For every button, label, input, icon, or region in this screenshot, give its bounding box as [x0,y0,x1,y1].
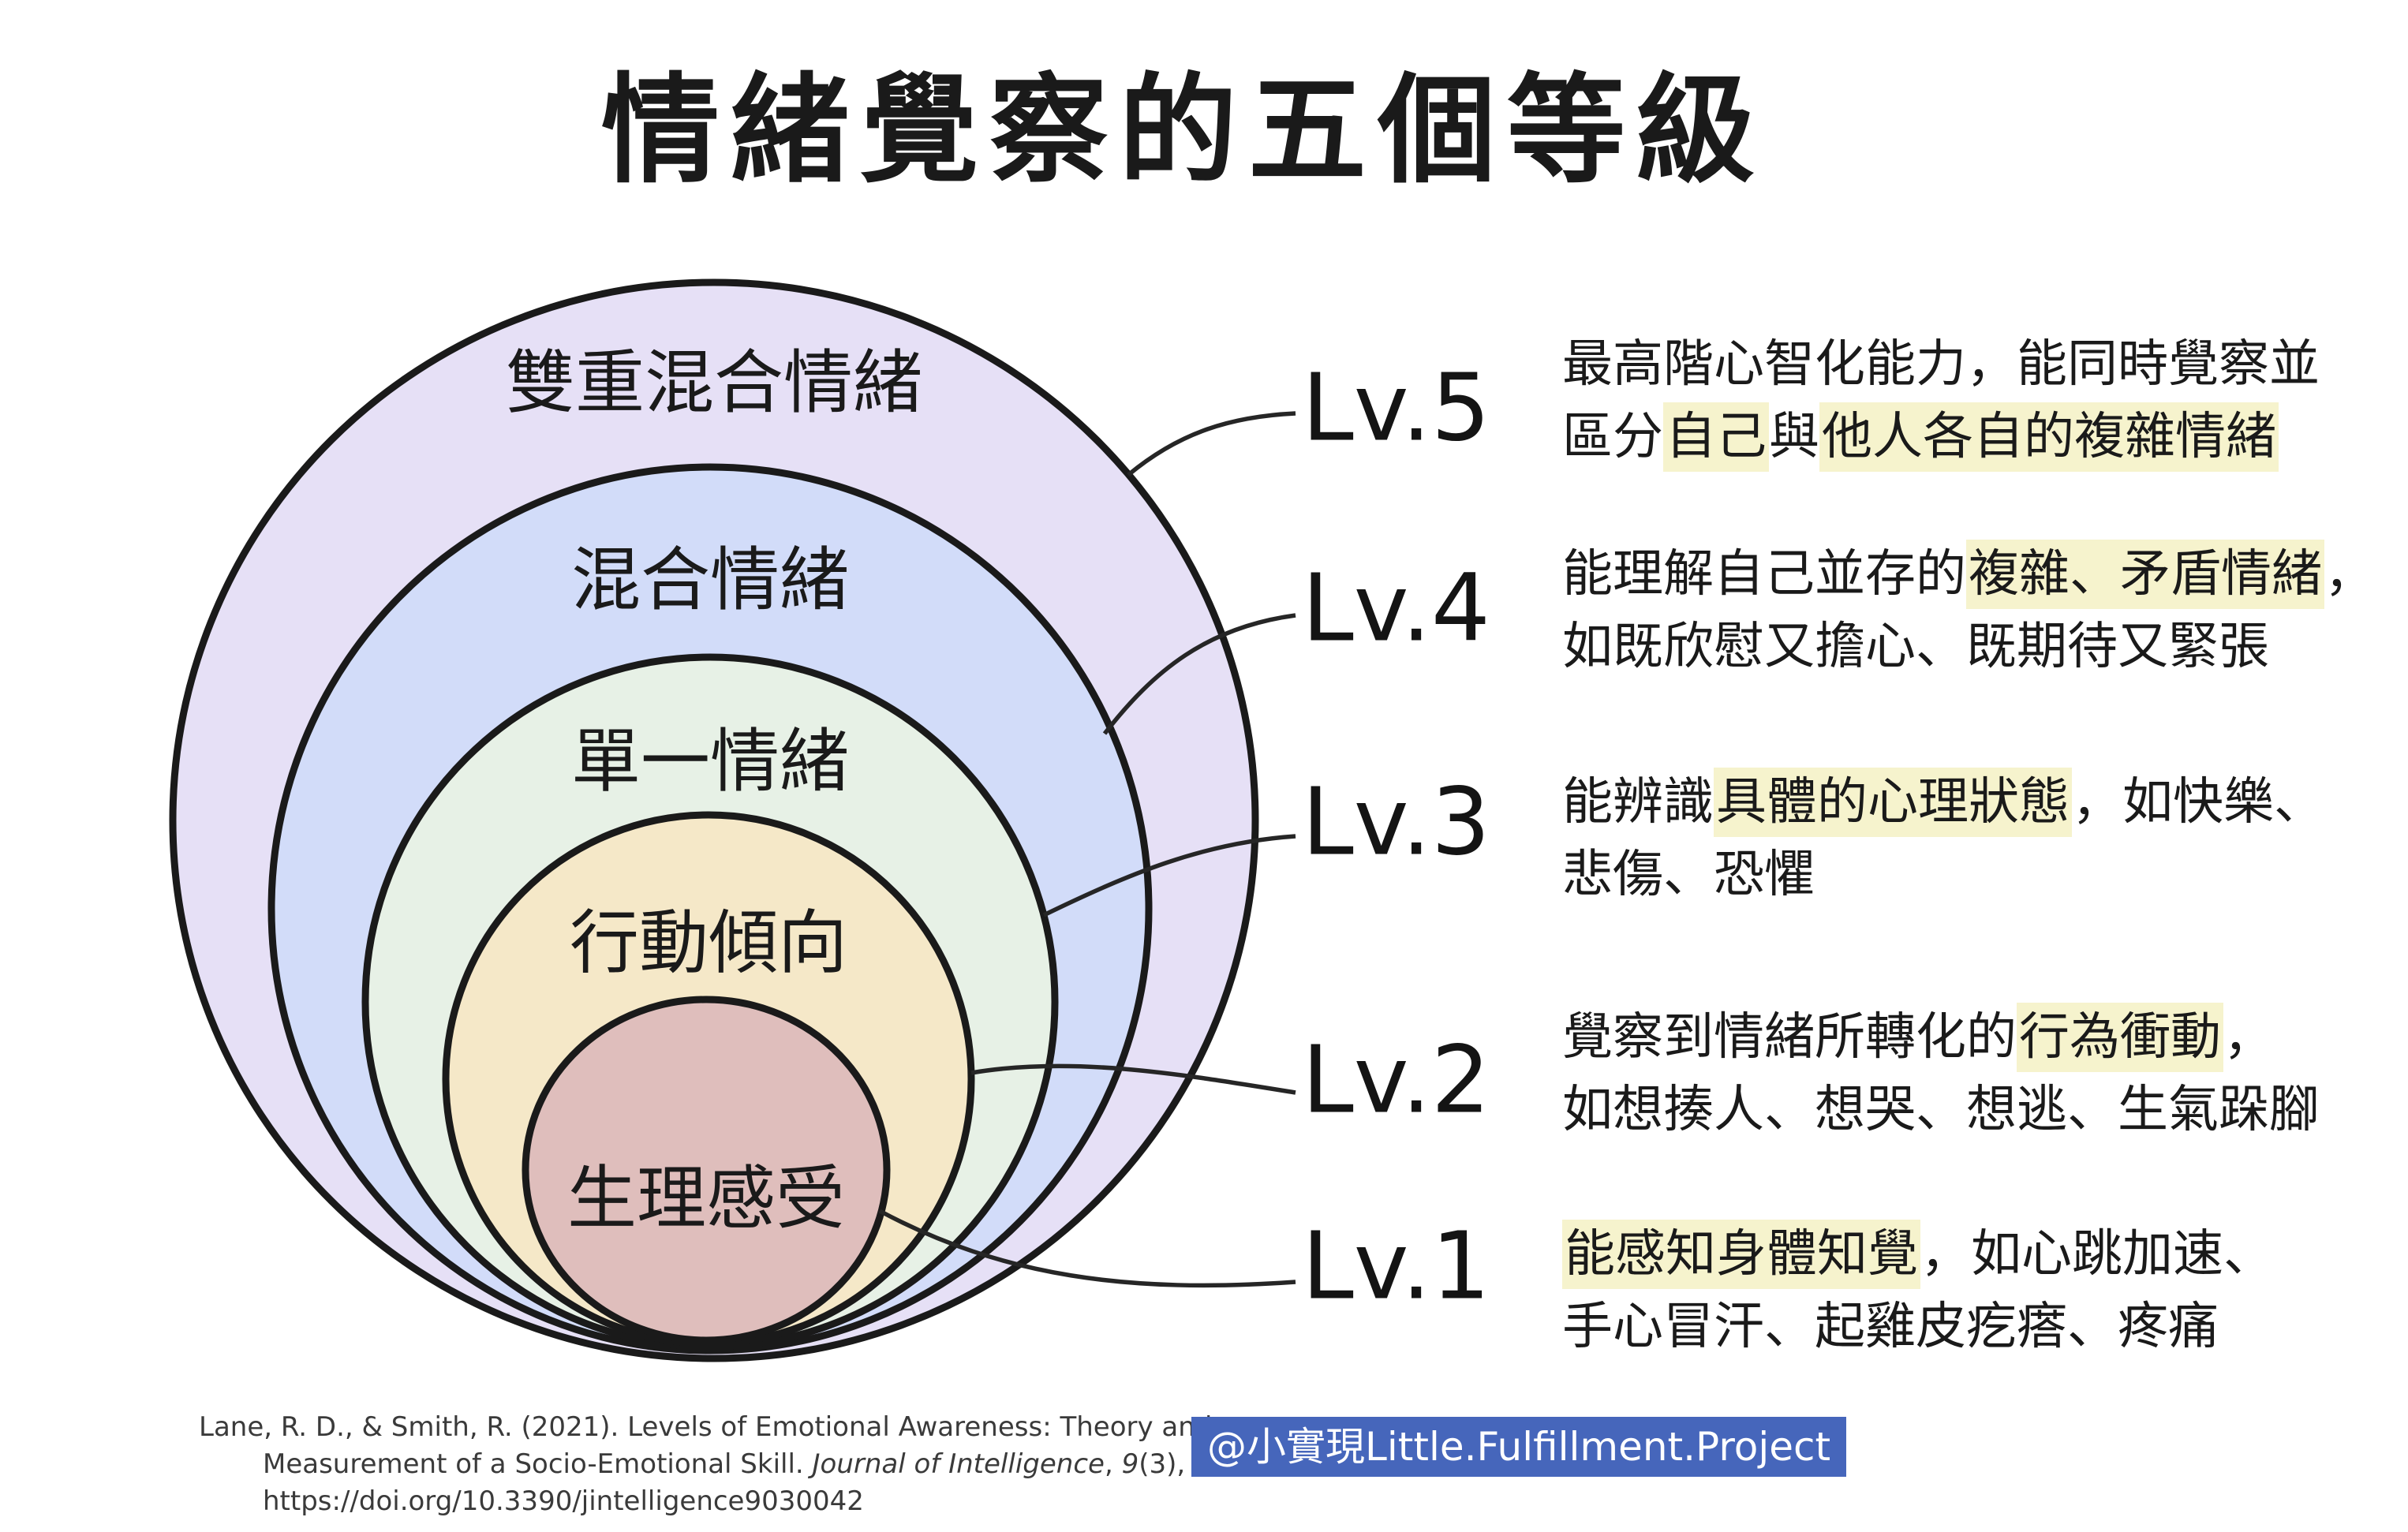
level-label-Lv.2: Lv.2 [1302,1025,1490,1134]
plain-text: 能理解自己並存的 [1562,545,1966,603]
connector-lv4 [1102,613,1296,735]
ring-label-single-emotion: 單一情緒 [570,720,850,802]
citation: Lane, R. D., & Smith, R. (2021). Levels … [199,1409,1236,1520]
ring-label-mixed-emotions: 混合情緒 [570,539,850,621]
connector-lv1 [878,1209,1296,1288]
rings-group [169,278,1259,1362]
citation-line-3: https://doi.org/10.3390/jintelligence903… [263,1485,864,1517]
plain-text: 覺察到情緒所轉化的 [1562,1008,2017,1067]
description-line: 如想揍人、想哭、想逃、生氣跺腳 [1562,1074,2320,1146]
plain-text: 最高階心智化能力，能同時覺察並 [1562,335,2320,394]
ring-bodily-sensation [522,996,891,1344]
highlighted-text: 他人各自的複雜情緒 [1819,402,2279,472]
plain-text: 如想揍人、想哭、想逃、生氣跺腳 [1562,1081,2320,1139]
level-label-Lv.1: Lv.1 [1302,1211,1490,1321]
plain-text: ，如心跳加速、 [1920,1225,2274,1284]
ring-label-double-mixed-emotions: 雙重混合情緒 [505,342,923,424]
connector-lv3 [1042,834,1296,917]
plain-text: 區分 [1562,408,1663,466]
text-segment: , [1104,1448,1122,1480]
description-line: 能理解自己並存的複雜、矛盾情緒， [1562,538,2375,611]
level-description-Lv.5: 最高階心智化能力，能同時覺察並區分自己與他人各自的複雜情緒 [1562,328,2320,473]
page-title: 情緒覺察的五個等級 [600,62,1766,200]
description-line: 最高階心智化能力，能同時覺察並 [1562,328,2320,401]
description-line: 如既欣慰又擔心、既期待又緊張 [1562,611,2375,683]
plain-text: ， [2223,1008,2274,1067]
credit-badge: @小實現Little.Fulfillment.Project [1191,1417,1847,1477]
description-line: 能辨識具體的心理狀態，如快樂、 [1562,766,2324,839]
plain-text: 能辨識 [1562,773,1714,831]
highlighted-text: 具體的心理狀態 [1714,768,2072,837]
level-description-Lv.2: 覺察到情緒所轉化的行為衝動， 如想揍人、想哭、想逃、生氣跺腳 [1562,1001,2320,1146]
description-line: 手心冒汗、起雞皮疙瘩、疼痛 [1562,1291,2274,1363]
level-label-Lv.4: Lv.4 [1302,553,1490,663]
connector-lv5 [1127,411,1296,477]
ring-label-bodily-sensation: 生理感受 [566,1157,846,1239]
description-line: 區分自己與他人各自的複雜情緒 [1562,401,2320,473]
citation-line-1: Lane, R. D., & Smith, R. (2021). Levels … [199,1411,1213,1443]
plain-text: ， [2324,545,2375,603]
plain-text: 手心冒汗、起雞皮疙瘩、疼痛 [1562,1298,2219,1356]
highlighted-text: 能感知身體知覺 [1562,1220,1920,1289]
text-segment: 9 [1121,1448,1139,1480]
description-line: 能感知身體知覺，如心跳加速、 [1562,1218,2274,1291]
plain-text: 如既欣慰又擔心、既期待又緊張 [1562,618,2269,676]
level-description-Lv.1: 能感知身體知覺，如心跳加速、手心冒汗、起雞皮疙瘩、疼痛 [1562,1218,2274,1363]
highlighted-text: 自己 [1663,402,1769,472]
level-description-Lv.3: 能辨識具體的心理狀態，如快樂、悲傷、恐懼 [1562,766,2324,911]
level-label-Lv.5: Lv.5 [1302,353,1490,462]
description-line: 覺察到情緒所轉化的行為衝動， [1562,1001,2320,1074]
connector-lv2 [970,1063,1296,1095]
connectors-group [878,411,1296,1288]
highlighted-text: 行為衝動 [2017,1003,2223,1072]
plain-text: ，如快樂、 [2072,773,2324,831]
ring-label-action-tendency: 行動傾向 [569,902,848,984]
level-description-Lv.4: 能理解自己並存的複雜、矛盾情緒， 如既欣慰又擔心、既期待又緊張 [1562,538,2375,683]
text-segment: Measurement of a Socio-Emotional Skill. [263,1448,813,1480]
text-segment: Journal of Intelligence [812,1448,1105,1480]
citation-line-2: Measurement of a Socio-Emotional Skill. … [263,1446,1236,1483]
plain-text: 悲傷、恐懼 [1562,846,1815,904]
highlighted-text: 複雜、矛盾情緒 [1966,540,2324,609]
description-line: 悲傷、恐懼 [1562,839,2324,911]
level-label-Lv.3: Lv.3 [1302,767,1490,876]
plain-text: 與 [1769,408,1819,466]
